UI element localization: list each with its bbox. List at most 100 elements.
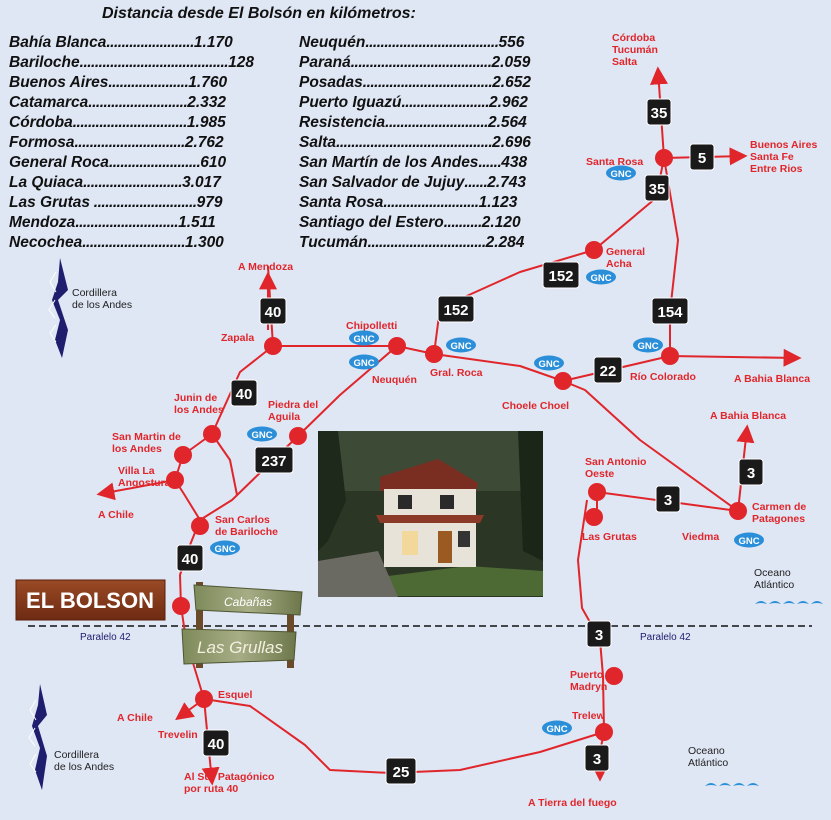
svg-text:GNC: GNC: [251, 430, 272, 441]
svg-text:35: 35: [649, 181, 666, 198]
route-shield-22: 22: [593, 356, 623, 384]
city-markers: [166, 149, 747, 741]
route-shield-3: 3: [738, 458, 764, 486]
distance-row: Catamarca..........................2.332: [9, 94, 227, 111]
cordillera-top-icon: [48, 258, 68, 358]
route-shield-35: 35: [646, 98, 672, 126]
route-shield-152: 152: [542, 261, 580, 289]
distance-row: Santa Rosa.........................1.123: [299, 194, 518, 211]
city-label-neuquen: Neuquén: [372, 374, 417, 386]
gnc-badge: GNC: [446, 337, 476, 353]
city-label-santa-rosa: Santa Rosa: [586, 156, 643, 168]
route-shield-40: 40: [176, 544, 204, 572]
route-shield-3: 3: [584, 744, 610, 772]
city-label-gral-roca: Gral. Roca: [430, 367, 483, 379]
city-dot-puerto-madryn[interactable]: [605, 667, 623, 685]
gnc-badge: GNC: [633, 337, 663, 353]
dest-label-mendoza: A Mendoza: [238, 261, 293, 273]
city-dot-san-antonio-oeste[interactable]: [588, 483, 606, 501]
city-label-trelew: Trelew: [572, 710, 606, 722]
parallel-label-left: Paralelo 42: [80, 632, 131, 643]
city-dot-trelew[interactable]: [595, 723, 613, 741]
svg-text:GNC: GNC: [637, 341, 658, 352]
city-dot-gral-roca[interactable]: [425, 345, 443, 363]
city-dot-choele-choel[interactable]: [554, 372, 572, 390]
distance-row: San Martín de los Andes......438: [299, 154, 528, 171]
distance-row: Santiago del Estero..........2.120: [299, 214, 521, 231]
svg-text:40: 40: [236, 386, 253, 403]
city-dot-zapala[interactable]: [264, 337, 282, 355]
city-label-trevelin: Trevelin: [158, 729, 198, 741]
distance-row: Necochea...........................1.300: [9, 234, 224, 251]
ocean-waves-top-icon: [755, 601, 823, 604]
city-dot-neuquen[interactable]: [388, 337, 406, 355]
city-dot-el-bolson[interactable]: [172, 597, 190, 615]
route-shield-237: 237: [254, 446, 294, 474]
city-dot-rio-colorado[interactable]: [661, 347, 679, 365]
svg-text:25: 25: [393, 764, 410, 781]
city-dot-las-grutas[interactable]: [585, 508, 603, 526]
route-shield-40: 40: [259, 297, 287, 325]
city-dot-piedra-del-aguila[interactable]: [289, 427, 307, 445]
dest-label-bahia-blanca-east: A Bahia Blanca: [734, 373, 810, 385]
svg-text:Cabañas: Cabañas: [224, 595, 272, 609]
dest-label-chile-north: A Chile: [98, 509, 134, 521]
dest-label-tierra-del-fuego: A Tierra del fuego: [528, 797, 617, 809]
city-label-rio-colorado: Río Colorado: [630, 371, 696, 383]
svg-text:GNC: GNC: [738, 536, 759, 547]
route-shield-35: 35: [644, 174, 670, 202]
city-dot-santa-rosa[interactable]: [655, 149, 673, 167]
cabin-photo: [318, 431, 543, 597]
city-dot-san-martin[interactable]: [174, 446, 192, 464]
svg-text:GNC: GNC: [538, 359, 559, 370]
gnc-badge: GNC: [210, 540, 240, 556]
distance-row: Las Grutas ...........................97…: [9, 194, 223, 211]
svg-text:152: 152: [548, 268, 573, 285]
city-dot-carmen-de-patagones[interactable]: [729, 502, 747, 520]
city-dot-esquel[interactable]: [195, 690, 213, 708]
dest-label-chile-south: A Chile: [117, 712, 153, 724]
route-shield-40: 40: [202, 729, 230, 757]
route-shield-154: 154: [651, 297, 689, 325]
svg-text:GNC: GNC: [450, 341, 471, 352]
distance-row: Neuquén.................................…: [299, 34, 525, 51]
distance-table-title: Distancia desde El Bolsón en kilómetros:: [102, 5, 416, 22]
svg-text:35: 35: [651, 105, 668, 122]
el-bolson-sign: EL BOLSON: [15, 579, 166, 621]
city-dot-san-carlos-de-bariloche[interactable]: [191, 517, 209, 535]
city-label-choele-choel: Choele Choel: [502, 400, 569, 412]
distance-row: San Salvador de Jujuy......2.743: [299, 174, 527, 191]
gnc-badge: GNC: [349, 330, 379, 346]
svg-text:40: 40: [208, 736, 225, 753]
svg-text:GNC: GNC: [610, 169, 631, 180]
city-dot-villa-la-angostura[interactable]: [166, 471, 184, 489]
gnc-badges: GNC GNC GNC GNC GNC GNC GNC GNC GNC GNC …: [210, 165, 764, 736]
city-dot-junin[interactable]: [203, 425, 221, 443]
city-dot-general-acha[interactable]: [585, 241, 603, 259]
distance-row: Resistencia...........................2.…: [299, 114, 527, 131]
svg-text:GNC: GNC: [546, 724, 567, 735]
distance-row: Buenos Aires.....................1.760: [9, 74, 228, 91]
route-shield-152: 152: [437, 295, 475, 323]
distance-row: Salta...................................…: [299, 134, 531, 151]
route-shield-25: 25: [385, 757, 417, 785]
gnc-badge: GNC: [734, 532, 764, 548]
cabanas-sign: Cabañas Las Grullas: [181, 582, 303, 668]
route-shield-3: 3: [655, 485, 681, 513]
distance-row: Bariloche...............................…: [9, 54, 254, 71]
svg-text:152: 152: [443, 302, 468, 319]
